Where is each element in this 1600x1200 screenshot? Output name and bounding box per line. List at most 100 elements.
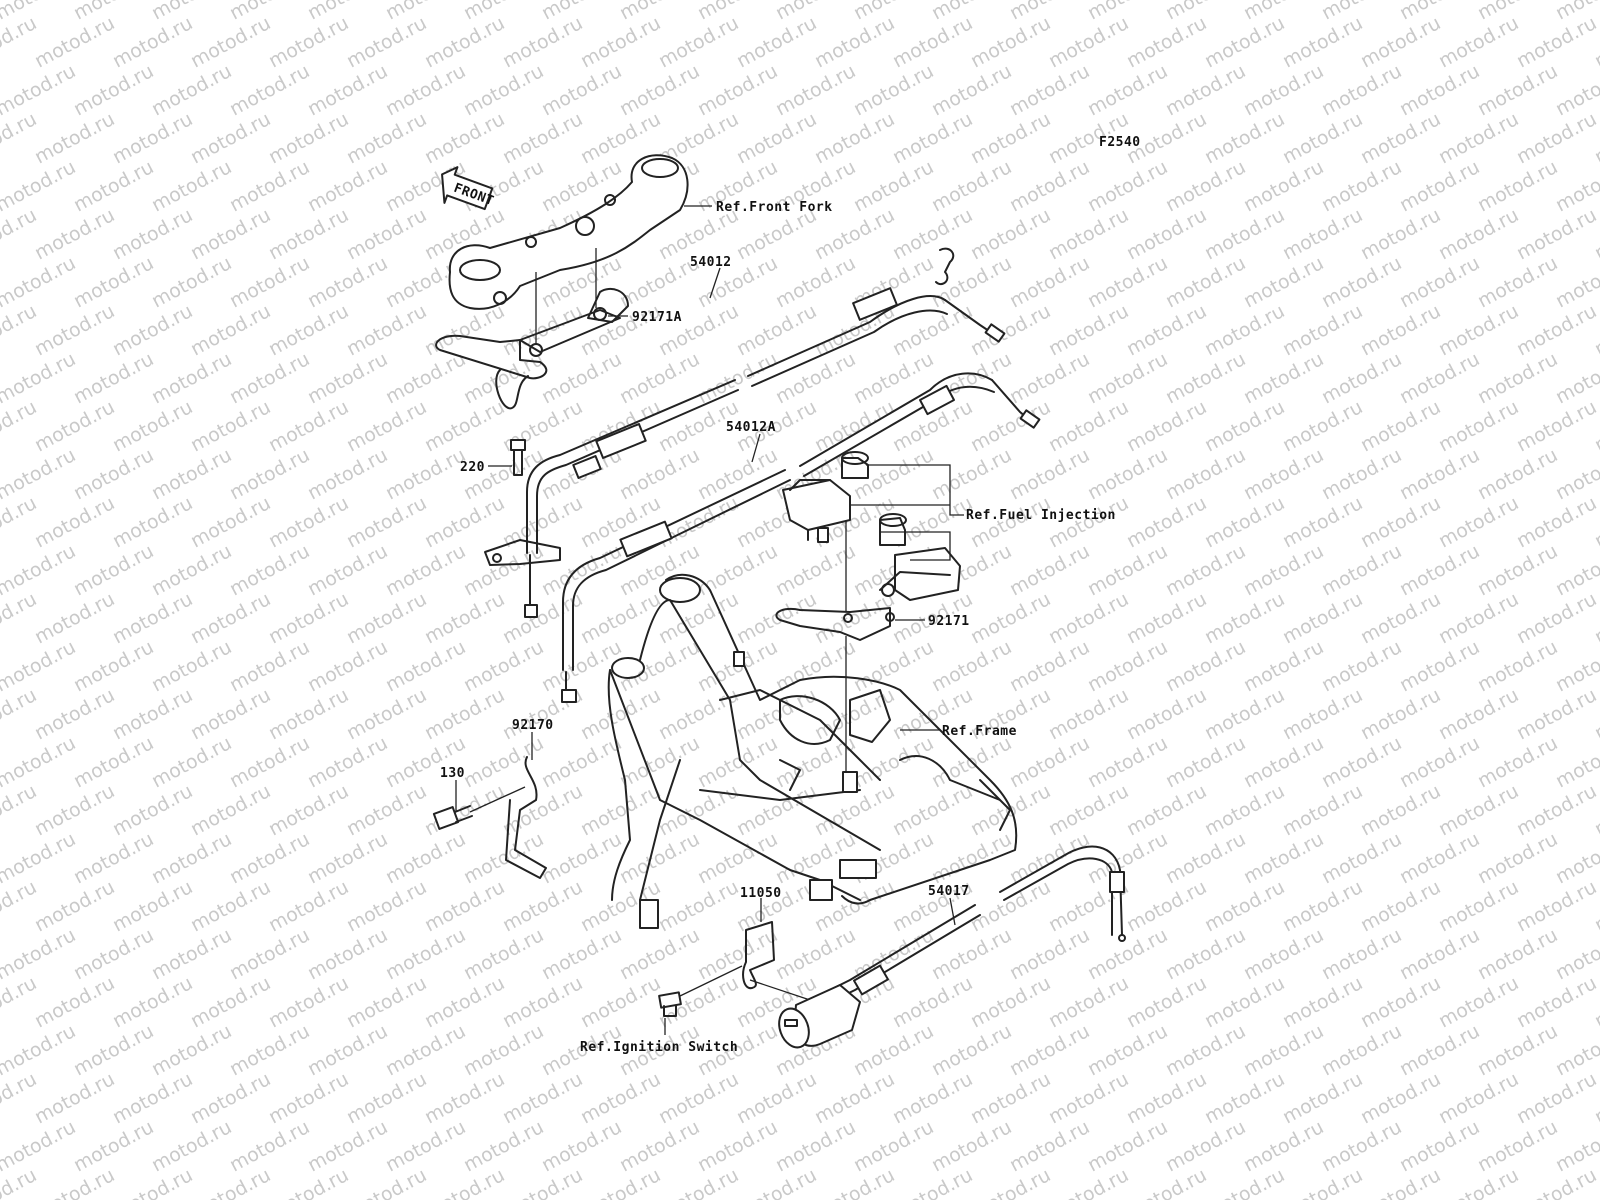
watermark-text: motod.ru <box>772 60 859 120</box>
throttle-cable-54012 <box>524 247 1006 618</box>
watermark-text: motod.ru <box>1357 1164 1444 1200</box>
watermark-text: motod.ru <box>1006 1020 1093 1080</box>
clamp-92170 <box>505 756 547 879</box>
watermark-text: motod.ru <box>1474 828 1561 888</box>
watermark-text: motod.ru <box>1201 876 1288 936</box>
watermark-text: motod.ru <box>265 780 352 840</box>
watermark-text: motod.ru <box>1279 204 1366 264</box>
watermark-text: motod.ru <box>1357 876 1444 936</box>
upper-triple-clamp <box>448 154 689 310</box>
watermark-text: motod.ru <box>694 444 781 504</box>
watermark-text: motod.ru <box>1006 1116 1093 1176</box>
watermark-text: motod.ru <box>889 300 976 360</box>
watermark-text: motod.ru <box>31 1164 118 1200</box>
watermark-text: motod.ru <box>460 1020 547 1080</box>
watermark-text: motod.ru <box>70 1020 157 1080</box>
watermark-text: motod.ru <box>889 204 976 264</box>
watermark-text: motod.ru <box>1240 60 1327 120</box>
watermark-text: motod.ru <box>928 636 1015 696</box>
watermark-text: motod.ru <box>1045 588 1132 648</box>
watermark-text: motod.ru <box>1006 540 1093 600</box>
watermark-text: motod.ru <box>1318 1116 1405 1176</box>
watermark-text: motod.ru <box>1084 924 1171 984</box>
watermark-text: motod.ru <box>343 204 430 264</box>
watermark-text: motod.ru <box>850 0 937 24</box>
watermark-text: motod.ru <box>31 684 118 744</box>
watermark-text: motod.ru <box>1162 1020 1249 1080</box>
watermark-text: motod.ru <box>1279 684 1366 744</box>
watermark-text: motod.ru <box>265 300 352 360</box>
watermark-text: motod.ru <box>1318 828 1405 888</box>
watermark-text: motod.ru <box>70 924 157 984</box>
watermark-text: motod.ru <box>1513 108 1600 168</box>
watermark-text: motod.ru <box>1435 780 1522 840</box>
label-ref-fuel-injection: Ref.Fuel Injection <box>966 508 1116 523</box>
watermark-text: motod.ru <box>1084 252 1171 312</box>
label-54017: 54017 <box>928 884 970 899</box>
watermark-text: motod.ru <box>1513 876 1600 936</box>
watermark-text: motod.ru <box>1357 588 1444 648</box>
watermark-text: motod.ru <box>616 60 703 120</box>
watermark-text: motod.ru <box>265 12 352 72</box>
watermark-text: motod.ru <box>889 780 976 840</box>
watermark-text: motod.ru <box>187 12 274 72</box>
watermark-text: motod.ru <box>655 684 742 744</box>
watermark-text: motod.ru <box>109 396 196 456</box>
watermark-text: motod.ru <box>1357 108 1444 168</box>
watermark-text: motod.ru <box>226 252 313 312</box>
watermark-text: motod.ru <box>109 972 196 1032</box>
label-ref-front-fork: Ref.Front Fork <box>716 200 833 215</box>
watermark-text: motod.ru <box>1435 204 1522 264</box>
watermark-text: motod.ru <box>304 348 391 408</box>
watermark-text: motod.ru <box>226 1020 313 1080</box>
watermark-text: motod.ru <box>1552 924 1600 984</box>
plate-11050 <box>658 921 811 1017</box>
watermark-text: motod.ru <box>655 492 742 552</box>
watermark-text: motod.ru <box>70 156 157 216</box>
watermark-text: motod.ru <box>1201 300 1288 360</box>
watermark-text: motod.ru <box>460 924 547 984</box>
watermark-text: motod.ru <box>1552 444 1600 504</box>
watermark-text: motod.ru <box>1357 12 1444 72</box>
watermark-text: motod.ru <box>1474 636 1561 696</box>
watermark-text: motod.ru <box>967 1164 1054 1200</box>
watermark-text: motod.ru <box>1240 636 1327 696</box>
watermark-text: motod.ru <box>1201 780 1288 840</box>
watermark-text: motod.ru <box>265 876 352 936</box>
watermark-text: motod.ru <box>616 444 703 504</box>
watermark-text: motod.ru <box>148 828 235 888</box>
watermark-text: motod.ru <box>1123 396 1210 456</box>
watermark-text: motod.ru <box>1357 972 1444 1032</box>
watermark-text: motod.ru <box>109 876 196 936</box>
watermark-text: motod.ru <box>499 780 586 840</box>
watermark-text: motod.ru <box>187 108 274 168</box>
watermark-text: motod.ru <box>1552 828 1600 888</box>
watermark-text: motod.ru <box>928 0 1015 24</box>
watermark-text: motod.ru <box>382 1116 469 1176</box>
watermark-text: motod.ru <box>31 492 118 552</box>
watermark-text: motod.ru <box>1162 540 1249 600</box>
watermark-text: motod.ru <box>967 204 1054 264</box>
watermark-text: motod.ru <box>148 636 235 696</box>
watermark-text: motod.ru <box>1318 924 1405 984</box>
watermark-text: motod.ru <box>889 12 976 72</box>
watermark-text: motod.ru <box>967 300 1054 360</box>
watermark-text: motod.ru <box>1279 972 1366 1032</box>
watermark-text: motod.ru <box>343 876 430 936</box>
watermark-text: motod.ru <box>187 972 274 1032</box>
watermark-text: motod.ru <box>1552 252 1600 312</box>
watermark-text: motod.ru <box>1240 828 1327 888</box>
watermark-text: motod.ru <box>577 780 664 840</box>
watermark-text: motod.ru <box>1318 156 1405 216</box>
watermark-text: motod.ru <box>1396 252 1483 312</box>
watermark-text: motod.ru <box>1396 444 1483 504</box>
watermark-text: motod.ru <box>382 636 469 696</box>
watermark-text: motod.ru <box>1201 1164 1288 1200</box>
watermark-text: motod.ru <box>421 492 508 552</box>
watermark-text: motod.ru <box>1201 12 1288 72</box>
watermark-text: motod.ru <box>1279 396 1366 456</box>
watermark-text: motod.ru <box>343 780 430 840</box>
watermark-text: motod.ru <box>1123 972 1210 1032</box>
watermark-text: motod.ru <box>343 1164 430 1200</box>
watermark-text: motod.ru <box>1045 972 1132 1032</box>
